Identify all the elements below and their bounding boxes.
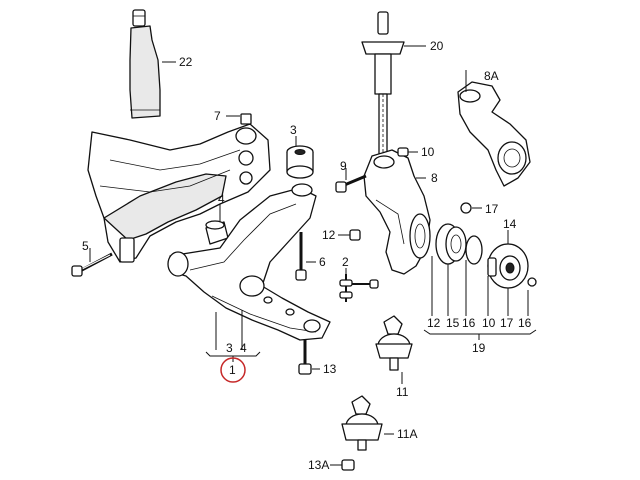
- wheel-hub-part: [487, 243, 537, 289]
- callout-5: 5: [82, 239, 89, 253]
- nut-12-part: [349, 229, 361, 241]
- callout-11: 11: [396, 385, 409, 399]
- strut-spindle-part: [361, 11, 405, 155]
- callout-1-item-3: 3: [226, 341, 233, 355]
- link-2-part: [339, 274, 379, 302]
- bracket-19: [423, 329, 537, 335]
- bushing-3-part: [286, 145, 314, 179]
- callout-10: 10: [421, 145, 435, 159]
- clip-17-part: [460, 202, 472, 214]
- callout-12: 12: [322, 228, 336, 242]
- callout-19: 19: [472, 341, 486, 355]
- callout-8a: 8A: [484, 69, 499, 83]
- callout-1: 1: [229, 363, 236, 377]
- callout-9: 9: [340, 159, 347, 173]
- callout-6: 6: [319, 255, 326, 269]
- callout-14: 14: [503, 217, 517, 231]
- grease-tube-part: [129, 9, 161, 119]
- callout-22: 22: [179, 55, 193, 69]
- bushing-4-part: [205, 220, 229, 245]
- control-arm-part: [167, 183, 331, 341]
- callout-19-item-16b: 16: [518, 316, 532, 330]
- bolt-6-part: [295, 232, 307, 281]
- callout-11a: 11A: [397, 427, 417, 441]
- callout-19-item-12: 12: [427, 316, 441, 330]
- bracket-1: [205, 351, 261, 357]
- callout-8: 8: [431, 171, 438, 185]
- callout-19-item-16: 16: [462, 316, 476, 330]
- callout-7: 7: [214, 109, 221, 123]
- nut-10-part: [397, 147, 409, 157]
- callout-13: 13: [323, 362, 337, 376]
- bolt-5-part: [71, 252, 113, 277]
- steering-knuckle-8-part: [363, 149, 431, 275]
- callout-1-item-4: 4: [240, 341, 247, 355]
- ball-joint-11-part: [375, 315, 413, 371]
- callout-19-item-17: 17: [500, 316, 514, 330]
- callout-2: 2: [342, 255, 349, 269]
- subframe-part: [87, 123, 271, 263]
- bolt-9-part: [335, 174, 367, 193]
- ball-joint-11a-part: [341, 395, 383, 451]
- wheel-bearing-part: [435, 223, 483, 265]
- callout-19-item-15: 15: [446, 316, 460, 330]
- callout-13a: 13A: [308, 458, 329, 472]
- callout-3: 3: [290, 123, 297, 137]
- callout-4: 4: [218, 192, 225, 206]
- callout-20: 20: [430, 39, 444, 53]
- callout-19-item-10: 10: [482, 316, 496, 330]
- nut-13a-part: [341, 459, 355, 471]
- bolt-13-part: [298, 340, 312, 375]
- steering-knuckle-8a-part: [457, 81, 531, 187]
- highlight-circle: [220, 357, 246, 383]
- callout-17: 17: [485, 202, 499, 216]
- bolt-7-part: [240, 113, 252, 125]
